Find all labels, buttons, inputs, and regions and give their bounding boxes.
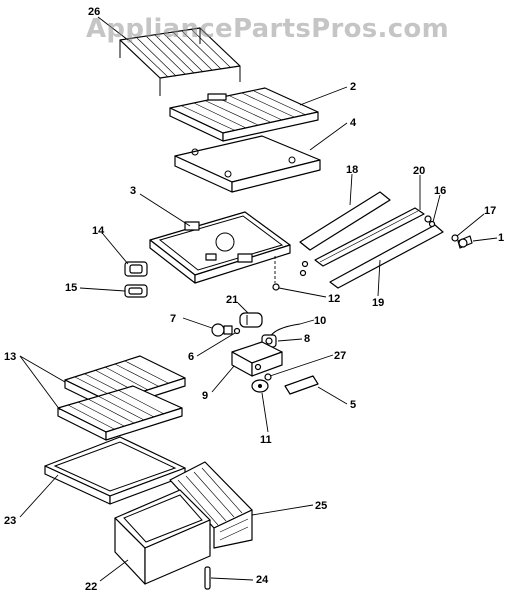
screw (301, 260, 309, 268)
part-20-rail[interactable] (314, 207, 425, 267)
label-20: 20 (413, 165, 425, 177)
label-8: 8 (304, 333, 310, 345)
part-9-control-box[interactable] (231, 341, 283, 377)
part-12-screw[interactable] (272, 283, 280, 291)
label-10: 10 (314, 315, 326, 327)
part-4-cover[interactable] (174, 135, 321, 193)
label-3: 3 (130, 185, 136, 197)
label-24: 24 (256, 574, 269, 586)
part-24-rod[interactable] (204, 566, 211, 590)
label-23: 23 (4, 515, 16, 527)
part-23-crisper-cover[interactable] (44, 436, 186, 505)
part-labels: 26 2 4 3 14 15 18 20 16 17 1 19 12 21 7 … (4, 6, 504, 593)
part-17-screw[interactable] (451, 234, 459, 242)
part-7-lamp[interactable] (211, 323, 233, 337)
part-11-disc[interactable] (251, 379, 269, 393)
label-13: 13 (4, 351, 16, 363)
part-13-shelf-lower[interactable] (57, 385, 183, 441)
label-7: 7 (170, 313, 176, 325)
screw (299, 269, 307, 277)
label-6: 6 (188, 351, 194, 363)
part-14-clip[interactable] (124, 261, 148, 277)
part-26-wire-rack[interactable] (119, 27, 241, 96)
part-22-drawer[interactable] (114, 489, 211, 585)
label-27: 27 (334, 350, 346, 362)
leader-lines (19, 16, 498, 582)
label-11: 11 (260, 434, 272, 446)
label-18: 18 (346, 164, 358, 176)
part-15-clip[interactable] (124, 284, 148, 298)
label-4: 4 (350, 117, 357, 129)
label-14: 14 (92, 225, 105, 237)
watermark-text: AppliancePartsPros.com (86, 14, 449, 44)
part-27-screw[interactable] (264, 373, 272, 381)
label-26: 26 (88, 6, 100, 18)
part-6-socket[interactable] (233, 327, 241, 335)
part-21-knob[interactable] (239, 312, 263, 328)
part-16-clip[interactable] (424, 215, 436, 228)
label-9: 9 (202, 390, 208, 402)
part-1-cap[interactable] (457, 235, 473, 249)
part-19-rail[interactable] (329, 224, 444, 289)
label-21: 21 (226, 294, 238, 306)
label-5: 5 (350, 399, 356, 411)
label-19: 19 (372, 297, 384, 309)
label-22: 22 (85, 581, 97, 593)
part-18-rail[interactable] (299, 191, 391, 251)
part-25-drawer-frame[interactable] (169, 461, 253, 549)
label-12: 12 (328, 293, 340, 305)
label-17: 17 (484, 205, 496, 217)
label-25: 25 (315, 500, 327, 512)
label-1: 1 (498, 232, 504, 244)
part-5-strip[interactable] (284, 375, 319, 395)
label-16: 16 (434, 185, 446, 197)
label-15: 15 (65, 282, 77, 294)
label-2: 2 (350, 81, 356, 93)
part-2-shelf[interactable] (169, 87, 319, 142)
part-3-housing[interactable] (149, 211, 291, 284)
